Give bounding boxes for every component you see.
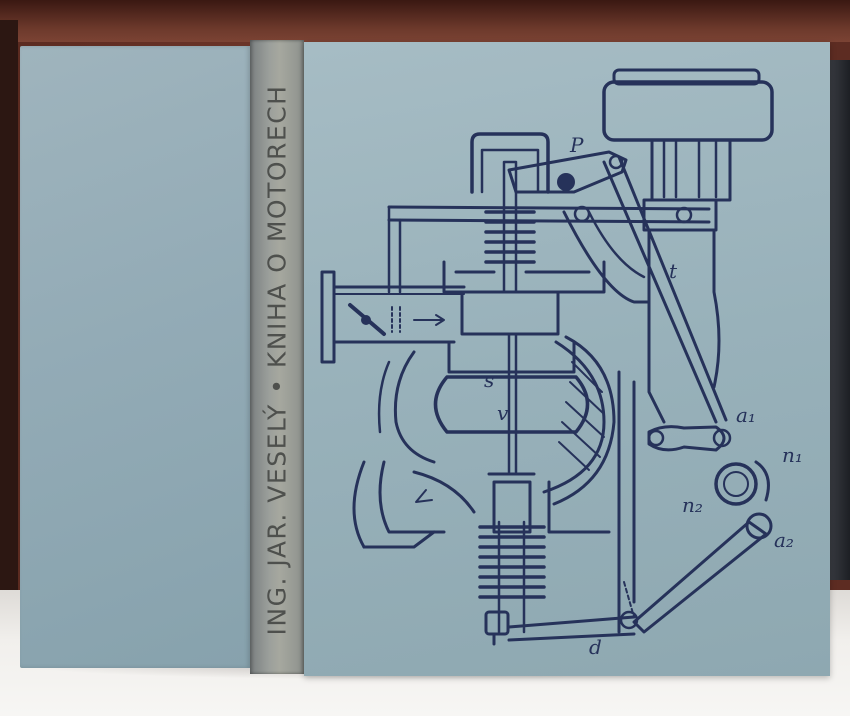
label-a2: a₂ xyxy=(774,528,794,552)
shelf-side-board xyxy=(0,20,18,600)
label-n2: n₂ xyxy=(682,493,703,517)
cylinder-wall xyxy=(547,335,616,534)
intake-pipe xyxy=(320,270,466,364)
push-rod xyxy=(602,155,728,424)
top-cylinder xyxy=(602,68,774,232)
book-back-cover xyxy=(20,46,250,668)
cam-mechanism xyxy=(507,425,773,642)
upper-spring xyxy=(484,210,536,264)
valve-chamber xyxy=(433,290,606,494)
label-a1: a₁ xyxy=(736,403,756,427)
label-t: t xyxy=(669,259,678,283)
label-d: d xyxy=(589,635,602,659)
label-v: v xyxy=(497,401,509,425)
horizontal-rod xyxy=(387,205,711,294)
lower-spring xyxy=(478,525,546,599)
dark-object-right xyxy=(828,60,850,580)
label-s: s xyxy=(484,368,494,392)
valve-housing xyxy=(442,132,606,294)
lower-valve xyxy=(478,472,546,646)
engine-valve-diagram: P t s v a₁ n₁ n₂ a₂ d xyxy=(320,68,803,659)
book-front-cover xyxy=(304,42,830,676)
shelf-top-board xyxy=(0,0,850,42)
spine-title: ING. JAR. VESELÝ • KNIHA O MOTORECH xyxy=(262,84,292,636)
label-n1: n₁ xyxy=(782,443,803,467)
book-spine xyxy=(250,40,304,674)
exhaust-passage xyxy=(352,350,476,549)
label-p: P xyxy=(569,133,584,157)
